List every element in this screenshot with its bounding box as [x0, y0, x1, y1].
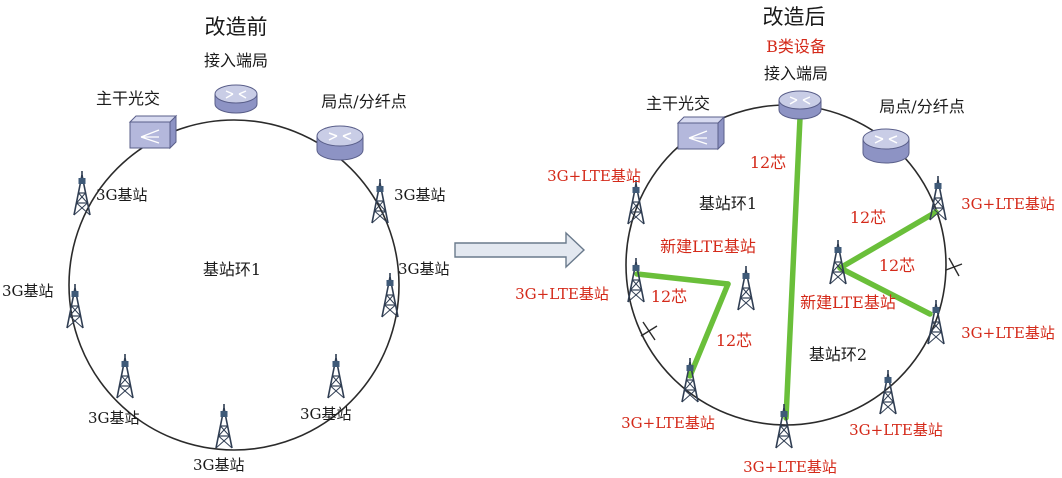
fiber-left-top-line	[634, 271, 731, 287]
new-lte-station-label: 新建LTE基站	[660, 237, 756, 256]
local-router-icon	[316, 125, 364, 161]
ring1-label: 基站环1	[699, 194, 757, 213]
tower-icon	[627, 179, 645, 225]
router-icon	[778, 90, 822, 120]
optical-switch-icon	[677, 116, 725, 150]
tower-icon	[371, 178, 389, 224]
before-access-office-label: 接入端局	[204, 51, 268, 70]
before-section: 改造前 接入端局 主干光交 局点/分纤点 基站环1 3G基站 3G基站 3G基站…	[2, 15, 450, 474]
fiber-count-label: 12芯	[716, 331, 752, 350]
station-label: 3G基站	[398, 260, 450, 278]
after-backbone-label: 主干光交	[646, 94, 710, 113]
station-label: 3G+LTE基站	[961, 324, 1055, 342]
station-label: 3G+LTE基站	[547, 167, 641, 185]
cut-mark-right	[945, 257, 963, 277]
after-section: 改造后 B类设备 接入端局 主干光交 局点/分纤点 基站环1 基站环2 新建LT…	[515, 5, 1055, 476]
fiber-right-bottom-line	[837, 265, 933, 317]
fiber-links	[634, 115, 939, 421]
router-icon	[214, 84, 258, 114]
local-router-icon	[862, 128, 910, 164]
fiber-count-label: 12芯	[850, 208, 886, 227]
ring1-circle	[68, 119, 400, 451]
tower-icon	[627, 257, 645, 303]
before-title: 改造前	[205, 15, 268, 39]
after-title: 改造后	[763, 5, 826, 29]
station-label: 3G+LTE基站	[743, 458, 837, 476]
tower-icon	[829, 239, 847, 285]
tower-icon	[927, 299, 945, 345]
after-local-point-label: 局点/分纤点	[879, 97, 964, 116]
station-label: 3G基站	[96, 186, 148, 204]
tower-icon	[116, 353, 134, 399]
fiber-right-top-line	[837, 209, 939, 271]
station-label: 3G+LTE基站	[961, 195, 1055, 213]
after-access-office-label: 接入端局	[764, 64, 828, 83]
transform-arrow	[454, 231, 586, 269]
device-class-label: B类设备	[766, 37, 826, 56]
fiber-left-bottom-line	[687, 281, 731, 379]
new-lte-station-label: 新建LTE基站	[800, 293, 896, 312]
tower-icon	[737, 265, 755, 311]
optical-switch-icon	[129, 115, 177, 149]
ring1-label: 基站环1	[203, 260, 261, 279]
fiber-count-label: 12芯	[651, 287, 687, 306]
station-label: 3G基站	[394, 186, 446, 204]
tower-icon	[381, 272, 399, 318]
fiber-count-label: 12芯	[750, 153, 786, 172]
station-label: 3G基站	[2, 282, 54, 300]
station-label: 3G基站	[193, 456, 245, 474]
station-label: 3G+LTE基站	[515, 285, 609, 303]
tower-icon	[775, 403, 793, 449]
before-backbone-label: 主干光交	[96, 89, 160, 108]
station-label: 3G基站	[88, 409, 140, 427]
station-label: 3G基站	[300, 405, 352, 423]
fiber-count-label: 12芯	[879, 256, 915, 275]
ring2-label: 基站环2	[809, 345, 867, 364]
fiber-center-line	[783, 115, 803, 421]
station-label: 3G+LTE基站	[621, 414, 715, 432]
tower-icon	[215, 403, 233, 449]
station-label: 3G+LTE基站	[849, 421, 943, 439]
cut-mark-left	[640, 321, 658, 341]
tower-icon	[327, 353, 345, 399]
before-local-point-label: 局点/分纤点	[321, 92, 406, 111]
